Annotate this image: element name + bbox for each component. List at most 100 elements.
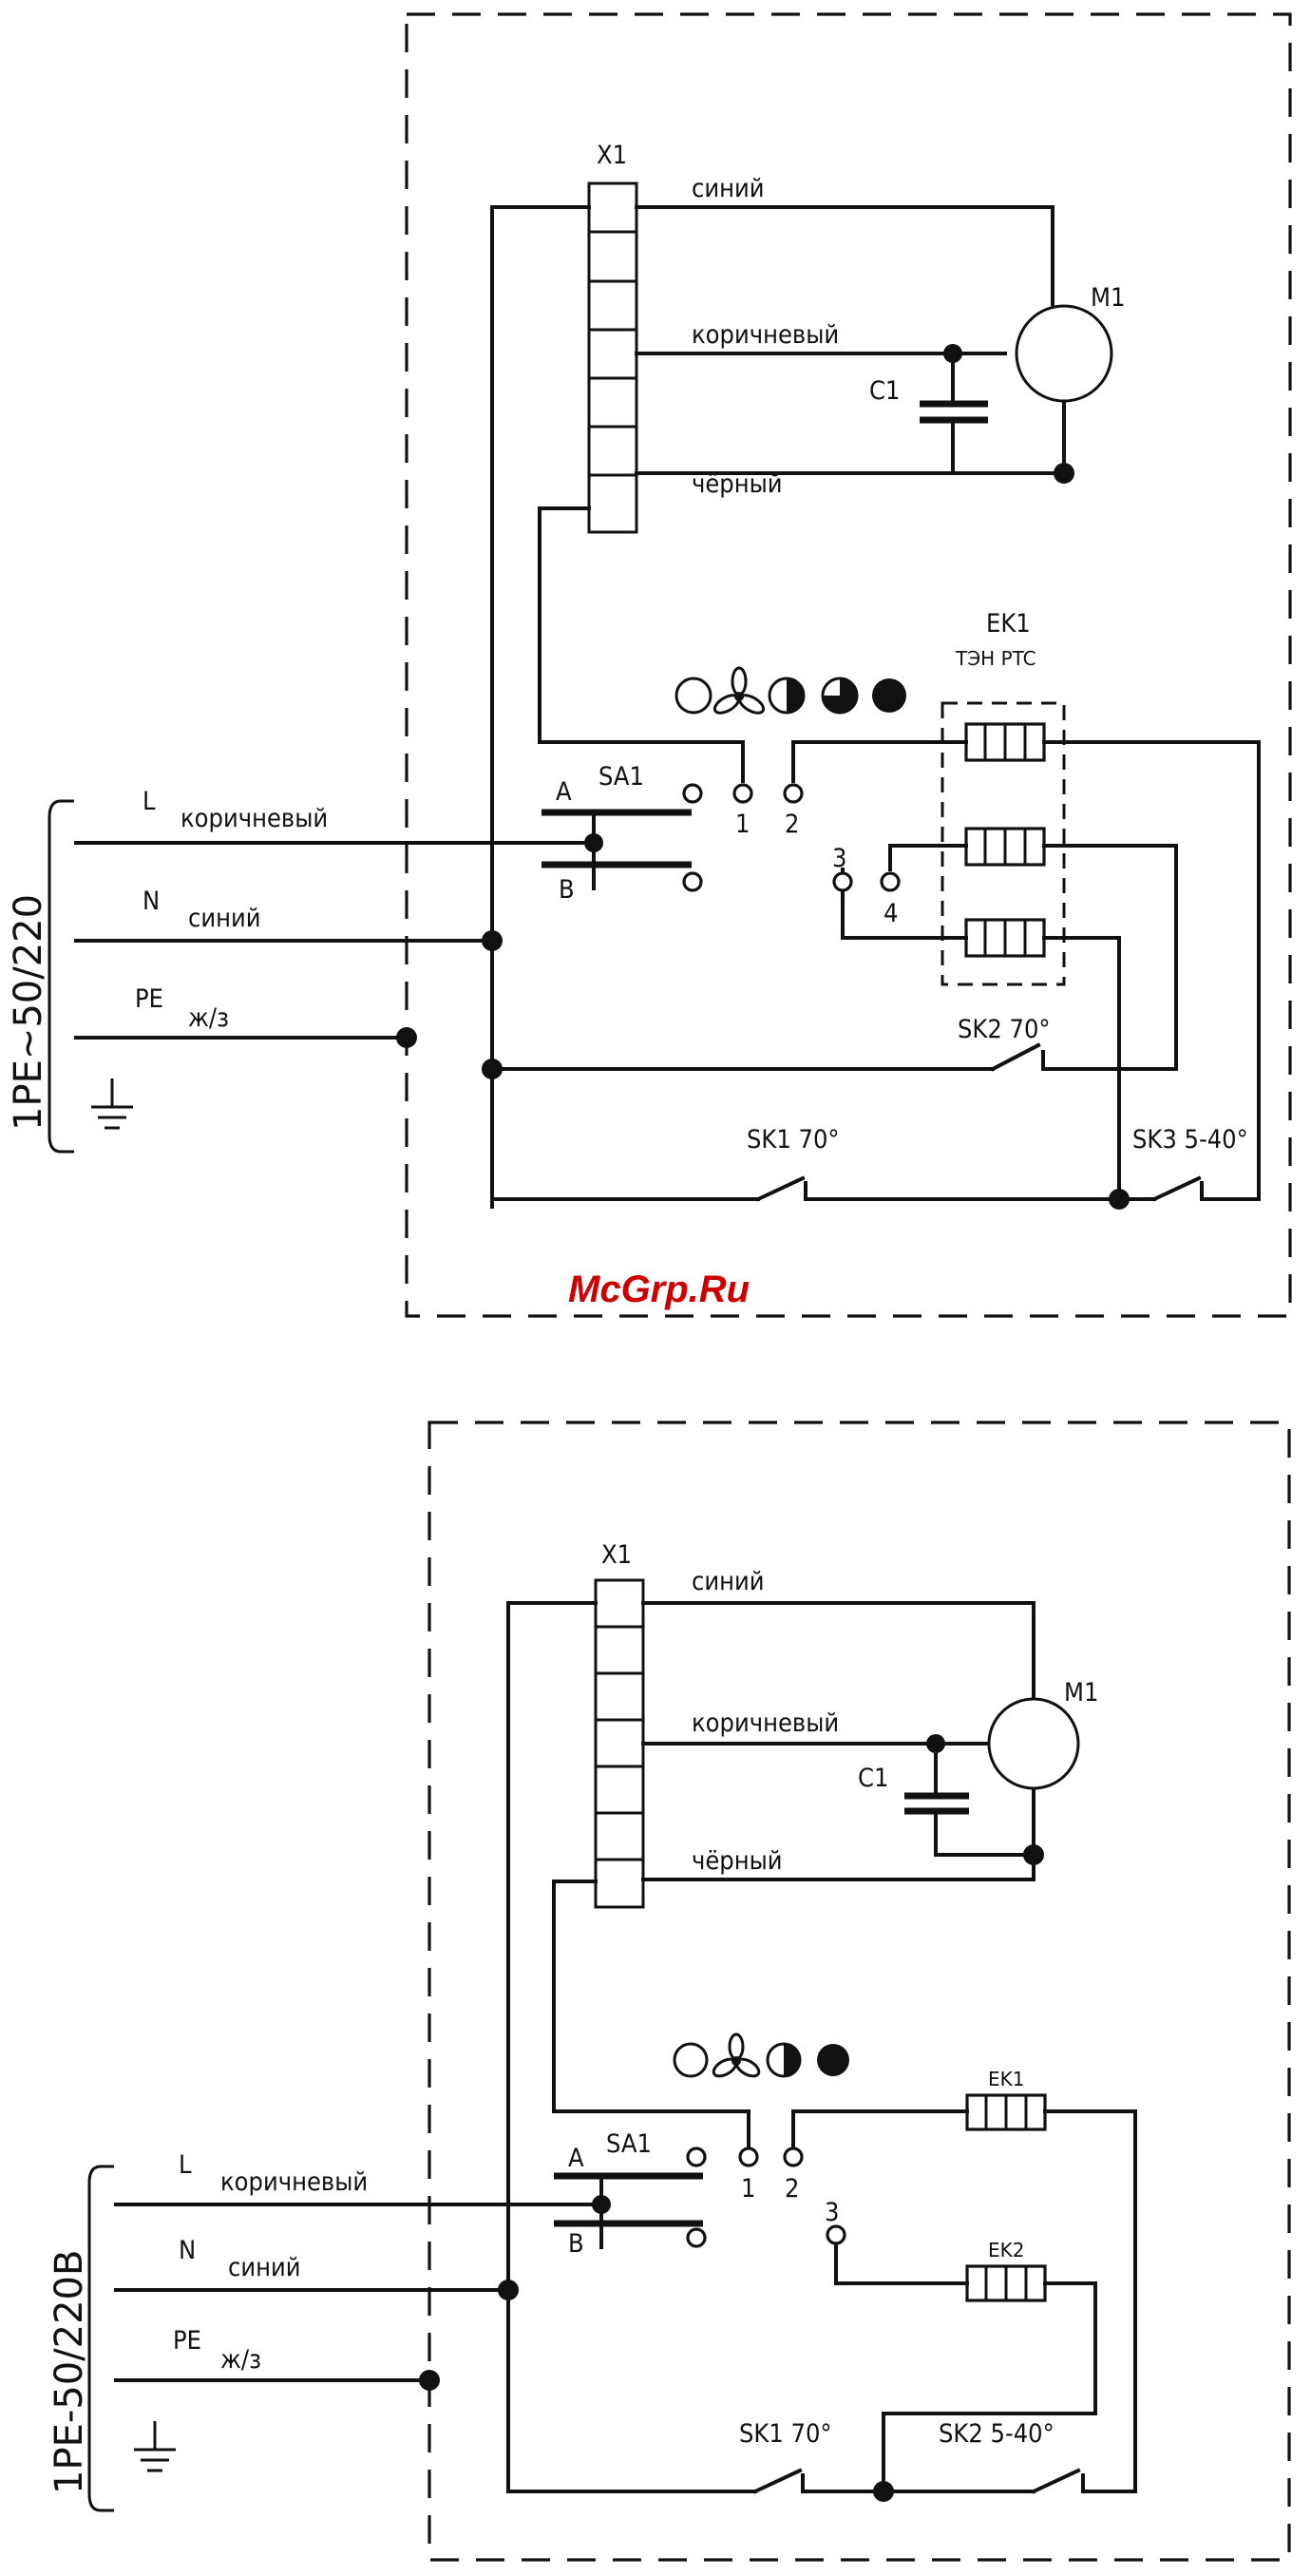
top-pe-label: PE xyxy=(135,984,163,1014)
bottom-terminal-block-x1 xyxy=(596,1580,643,1907)
top-pos-a-label: A xyxy=(556,777,572,807)
bottom-contact-1 xyxy=(740,2148,757,2166)
off-icon xyxy=(674,2044,707,2076)
top-c1-num: 1 xyxy=(735,810,750,839)
bottom-sk1-label: SK1 70° xyxy=(739,2419,832,2449)
top-n-label: N xyxy=(142,887,160,916)
bottom-junction-dot xyxy=(873,2481,894,2502)
bottom-heater-ek2 xyxy=(967,2266,1045,2300)
top-junction-dot xyxy=(482,930,503,951)
top-mode-icons xyxy=(676,668,906,716)
bottom-junction-dot xyxy=(498,2280,519,2300)
top-sk3-label: SK3 5-40° xyxy=(1132,1125,1248,1154)
bottom-wire-blue-label: синий xyxy=(692,1567,765,1596)
bottom-ek2-label: EK2 xyxy=(988,2239,1024,2261)
top-junction-dot xyxy=(1109,1189,1130,1210)
bottom-pe-color: ж/з xyxy=(220,2345,261,2375)
bottom-sa1-label: SA1 xyxy=(606,2129,652,2159)
top-wire-sa1-c1 xyxy=(540,508,743,781)
bottom-wire-brown-label: коричневый xyxy=(692,1708,839,1738)
fan-icon xyxy=(712,668,766,716)
top-switch-sk2 xyxy=(993,1045,1038,1069)
bottom-wire-sa1-c2 xyxy=(793,2111,967,2146)
top-c4-num: 4 xyxy=(884,899,898,928)
top-sk2-label: SK2 70° xyxy=(958,1015,1051,1044)
bottom-pe-label: PE xyxy=(173,2326,201,2356)
half-power-icon xyxy=(770,678,804,713)
bottom-junction-dot xyxy=(1023,1844,1044,1865)
bottom-c1-num: 1 xyxy=(741,2174,755,2204)
bottom-l-label: L xyxy=(179,2150,192,2180)
bottom-enclosure-border xyxy=(429,1422,1289,2560)
bottom-sk2-label: SK2 5-40° xyxy=(939,2419,1054,2449)
top-wire-black xyxy=(636,401,1064,473)
bottom-motor-m1 xyxy=(989,1699,1078,1788)
bottom-diagram: X1 синий коричневый чёрный C1 M1 xyxy=(48,1422,1289,2560)
top-junction-dot xyxy=(1054,463,1074,484)
bottom-pos-a-label: A xyxy=(568,2144,584,2173)
top-l-label: L xyxy=(142,787,156,816)
bottom-wire-blue xyxy=(643,1603,1034,1701)
top-ek1-label: EK1 xyxy=(986,609,1031,639)
top-wire-black-label: чёрный xyxy=(692,469,783,499)
top-motor-m1 xyxy=(1016,306,1112,401)
top-c2-num: 2 xyxy=(785,810,799,839)
bottom-l-color: коричневый xyxy=(220,2167,368,2197)
bottom-wire-sa1-c1 xyxy=(554,1881,749,2146)
bottom-n-label: N xyxy=(179,2236,196,2265)
bottom-junction-dot xyxy=(419,2370,440,2391)
bottom-contact-b1 xyxy=(688,2229,705,2246)
half-power-icon xyxy=(768,2044,800,2076)
bottom-contact-a1 xyxy=(688,2148,705,2166)
top-l-color: коричневый xyxy=(180,804,328,833)
off-icon xyxy=(676,678,711,713)
top-heater-element xyxy=(966,829,1044,865)
bottom-contact-2 xyxy=(785,2148,802,2166)
bottom-wire-ek1-right xyxy=(1045,2111,1135,2491)
bottom-c1-label: C1 xyxy=(858,1764,888,1793)
bottom-heater-ek1 xyxy=(967,2095,1045,2129)
full-power-icon xyxy=(872,678,906,713)
top-ground-icon xyxy=(91,1078,133,1128)
top-terminal-block-x1 xyxy=(589,183,636,532)
top-contact-3 xyxy=(834,873,851,890)
top-x1-label: X1 xyxy=(597,141,627,170)
top-wire-brown-label: коричневый xyxy=(692,320,839,350)
top-c3-num: 3 xyxy=(832,844,846,873)
top-contact-4 xyxy=(882,873,899,890)
bottom-pos-b-label: B xyxy=(568,2229,584,2259)
bottom-n-color: синий xyxy=(228,2253,301,2282)
top-wire-blue xyxy=(636,207,1053,304)
top-heater-element xyxy=(966,920,1044,956)
bottom-m1-label: M1 xyxy=(1064,1678,1098,1708)
top-contact-1 xyxy=(734,785,751,802)
full-power-icon xyxy=(817,2044,849,2076)
top-c1-label: C1 xyxy=(869,376,900,406)
top-supply-bracket xyxy=(49,801,74,1152)
top-heater-element xyxy=(966,724,1044,760)
top-contact-a1 xyxy=(684,785,701,802)
top-wire-sa1-c2 xyxy=(793,742,966,781)
top-m1-label: M1 xyxy=(1091,283,1125,313)
bottom-mode-icons xyxy=(674,2034,849,2080)
top-pos-b-label: B xyxy=(559,875,575,905)
bottom-x1-label: X1 xyxy=(601,1540,632,1570)
fan-icon xyxy=(711,2034,762,2080)
top-wire-blue-label: синий xyxy=(692,174,765,203)
top-contact-b1 xyxy=(684,873,701,890)
top-junction-dot xyxy=(482,1059,503,1079)
top-contact-2 xyxy=(785,785,802,802)
watermark: McGrp.Ru xyxy=(568,1269,750,1310)
bottom-ek1-label: EK1 xyxy=(988,2068,1024,2090)
top-n-color: синий xyxy=(188,904,261,933)
top-junction-dot xyxy=(943,344,962,363)
bottom-c2-num: 2 xyxy=(785,2174,799,2204)
bottom-c3-num: 3 xyxy=(825,2198,839,2227)
top-pe-color: ж/з xyxy=(188,1003,229,1033)
bottom-junction-dot xyxy=(926,1734,945,1753)
top-diagram: X1 синий коричневый чёрный C1 M1 xyxy=(7,14,1290,1316)
three-quarter-power-icon xyxy=(823,678,857,713)
bottom-switch-sk2 xyxy=(1034,2471,1078,2491)
bottom-ground-icon xyxy=(134,2421,176,2471)
